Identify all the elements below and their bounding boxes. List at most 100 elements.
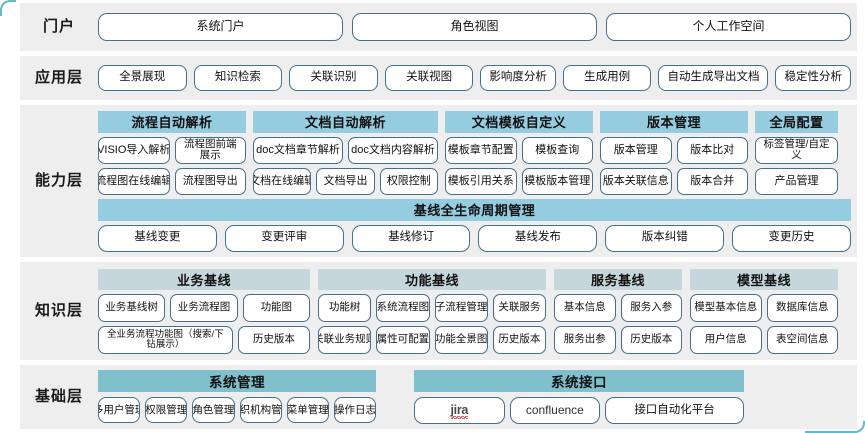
know-item-related-service[interactable]: 关联服务 — [492, 293, 546, 322]
know-item-business-flowchart[interactable]: 业务流程图 — [170, 293, 238, 322]
know-item-function-diagram[interactable]: 功能图 — [242, 293, 310, 322]
know-item-function-panorama[interactable]: 功能全景图 — [434, 325, 488, 354]
layer-body-knowledge: 业务基线 业务基线树 业务流程图 功能图 全业务流程功能图（搜索/下钻展示） 历… — [98, 264, 857, 359]
cap-item-version-relation-info[interactable]: 版本关联信息 — [600, 167, 672, 195]
base-item-confluence[interactable]: confluence — [509, 397, 601, 424]
base-item-jira[interactable]: jira — [414, 397, 505, 424]
know-item-service-input-param[interactable]: 服务入参 — [620, 293, 682, 322]
know-item-related-business-rule[interactable]: 关联业务规则 — [318, 325, 372, 354]
portal-item-row: 系统门户 角色视图 个人工作空间 — [98, 13, 851, 41]
lifecycle-item-baseline-change[interactable]: 基线变更 — [98, 224, 217, 252]
base-item-multi-user-mgmt[interactable]: 多用户管理 — [98, 397, 141, 423]
base-item-permission-mgmt[interactable]: 权限管理 — [145, 397, 188, 423]
lifecycle-item-baseline-release[interactable]: 基线发布 — [478, 224, 598, 252]
know-item-system-flowchart[interactable]: 系统流程图 — [376, 293, 430, 322]
know-item-attribute-configurable[interactable]: 属性可配置 — [376, 325, 430, 354]
cap-item-doc-chapter-parse[interactable]: doc文档章节解析 — [253, 136, 343, 164]
cap-item-flowchart-online-edit[interactable]: 流程图在线编辑 — [98, 167, 170, 195]
cap-item-version-mgmt[interactable]: 版本管理 — [600, 136, 672, 164]
know-item-user-info[interactable]: 用户信息 — [690, 325, 762, 354]
app-item-impact-analysis[interactable]: 影响度分析 — [480, 65, 556, 91]
capability-row: 模板章节配置 模板查询 — [445, 136, 593, 164]
app-item-auto-generate-export-doc[interactable]: 自动生成导出文档 — [658, 65, 769, 91]
lifecycle-item-version-correction[interactable]: 版本纠错 — [605, 224, 725, 252]
knowledge-row: 基本信息 服务入参 — [554, 293, 682, 322]
knowledge-group-header-business-baseline: 业务基线 — [98, 268, 310, 290]
knowledge-row: 全业务流程功能图（搜索/下钻展示） 历史版本 — [98, 325, 310, 354]
know-item-full-business-flow-function-diagram[interactable]: 全业务流程功能图（搜索/下钻展示） — [98, 325, 233, 354]
base-item-interface-automation-platform[interactable]: 接口自动化平台 — [605, 397, 745, 424]
know-item-tablespace-info[interactable]: 表空间信息 — [766, 325, 838, 354]
knowledge-group-model-baseline: 模型基线 模型基本信息 数据库信息 用户信息 表空间信息 — [690, 268, 838, 354]
know-item-business-baseline-tree[interactable]: 业务基线树 — [98, 293, 166, 322]
knowledge-row: 用户信息 表空间信息 — [690, 325, 838, 354]
cap-item-template-chapter-config[interactable]: 模板章节配置 — [445, 136, 517, 164]
cap-item-template-reference-relation[interactable]: 模板引用关系 — [445, 167, 517, 195]
base-item-operation-log[interactable]: 操作日志 — [333, 397, 377, 423]
base-item-menu-mgmt[interactable]: 菜单管理 — [286, 397, 329, 423]
know-item-subprocess-mgmt[interactable]: 子流程管理 — [434, 293, 488, 322]
lifecycle-item-baseline-revision[interactable]: 基线修订 — [351, 224, 471, 252]
capability-row: 版本管理 版本比对 — [600, 136, 748, 164]
capability-group-header-version-mgmt: 版本管理 — [600, 110, 748, 133]
capability-group-doc-template-custom: 文档模板自定义 模板章节配置 模板查询 模板引用关系 模板版本管理 — [445, 110, 593, 195]
cap-item-product-mgmt[interactable]: 产品管理 — [755, 167, 838, 195]
base-row-system-interface: jira confluence 接口自动化平台 — [414, 397, 745, 424]
app-item-relation-recognition[interactable]: 关联识别 — [289, 65, 378, 91]
capability-row: 流程图在线编辑 流程图导出 — [98, 167, 246, 195]
layer-capability: 能力层 流程自动解析 VISIO导入解析 流程图前端展示 流程图在线编辑 流程图… — [20, 105, 857, 257]
know-item-history-version-business[interactable]: 历史版本 — [237, 325, 310, 354]
capability-group-header-flow-auto-parse: 流程自动解析 — [98, 110, 246, 133]
capability-row: 产品管理 — [755, 167, 838, 195]
capability-group-version-mgmt: 版本管理 版本管理 版本比对 版本关联信息 版本合并 — [600, 110, 748, 195]
base-item-org-structure-mgmt[interactable]: 组织机构管理 — [239, 397, 282, 423]
cap-item-version-compare[interactable]: 版本比对 — [676, 136, 748, 164]
know-item-model-basic-info[interactable]: 模型基本信息 — [690, 293, 762, 322]
portal-item-role-view[interactable]: 角色视图 — [352, 13, 597, 41]
cap-item-version-merge[interactable]: 版本合并 — [676, 167, 748, 195]
knowledge-group-business-baseline: 业务基线 业务基线树 业务流程图 功能图 全业务流程功能图（搜索/下钻展示） 历… — [98, 268, 310, 354]
jira-logo: jira — [450, 402, 469, 420]
app-item-generate-use-case[interactable]: 生成用例 — [562, 65, 652, 91]
layer-portal: 门户 系统门户 角色视图 个人工作空间 — [20, 3, 857, 51]
base-row-system-management: 多用户管理 权限管理 角色管理 组织机构管理 菜单管理 操作日志 — [98, 397, 377, 423]
knowledge-row: 模型基本信息 数据库信息 — [690, 293, 838, 322]
knowledge-row: 关联业务规则 属性可配置 功能全景图 历史版本 — [318, 325, 546, 354]
base-item-role-mgmt[interactable]: 角色管理 — [192, 397, 235, 423]
app-item-relation-view[interactable]: 关联视图 — [384, 65, 474, 91]
capability-row: 模板引用关系 模板版本管理 — [445, 167, 593, 195]
cap-item-visio-import-parse[interactable]: VISIO导入解析 — [98, 136, 170, 164]
cap-item-permission-control[interactable]: 权限控制 — [379, 167, 438, 195]
cap-item-flowchart-export[interactable]: 流程图导出 — [174, 167, 246, 195]
capability-row: doc文档章节解析 doc文档内容解析 — [253, 136, 438, 164]
cap-item-template-version-mgmt[interactable]: 模板版本管理 — [521, 167, 593, 195]
application-item-row: 全景展现 知识检索 关联识别 关联视图 影响度分析 生成用例 自动生成导出文档 … — [98, 65, 851, 91]
know-item-history-version-function[interactable]: 历史版本 — [492, 325, 546, 354]
layer-knowledge: 知识层 业务基线 业务基线树 业务流程图 功能图 全业务流程功能图（搜索/下钻展… — [20, 262, 857, 360]
layer-base: 基础层 系统管理 多用户管理 权限管理 角色管理 组织机构管理 菜单管理 操作日… — [20, 365, 857, 429]
knowledge-group-header-function-baseline: 功能基线 — [318, 268, 546, 290]
lifecycle-item-change-review[interactable]: 变更评审 — [224, 224, 344, 252]
lifecycle-item-change-history[interactable]: 变更历史 — [732, 224, 851, 252]
app-item-stability-analysis[interactable]: 稳定性分析 — [775, 65, 851, 91]
cap-item-doc-online-edit[interactable]: 文档在线编辑 — [253, 167, 312, 195]
know-item-history-version-service[interactable]: 历史版本 — [620, 325, 682, 354]
know-item-service-output-param[interactable]: 服务出参 — [554, 325, 616, 354]
knowledge-group-row: 业务基线 业务基线树 业务流程图 功能图 全业务流程功能图（搜索/下钻展示） 历… — [98, 268, 851, 354]
base-group-system-management: 系统管理 多用户管理 权限管理 角色管理 组织机构管理 菜单管理 操作日志 — [98, 370, 377, 423]
layer-body-application: 全景展现 知识检索 关联识别 关联视图 影响度分析 生成用例 自动生成导出文档 … — [98, 60, 857, 96]
know-item-basic-info[interactable]: 基本信息 — [554, 293, 616, 322]
cap-item-flowchart-frontend-display[interactable]: 流程图前端展示 — [174, 136, 246, 164]
know-item-database-info[interactable]: 数据库信息 — [766, 293, 838, 322]
capability-group-header-doc-auto-parse: 文档自动解析 — [253, 110, 438, 133]
portal-item-system-portal[interactable]: 系统门户 — [98, 13, 343, 41]
cap-item-doc-content-parse[interactable]: doc文档内容解析 — [348, 136, 438, 164]
portal-item-personal-workspace[interactable]: 个人工作空间 — [606, 13, 851, 41]
know-item-function-tree[interactable]: 功能树 — [318, 293, 372, 322]
app-item-panorama-display[interactable]: 全景展现 — [98, 65, 187, 91]
cap-item-tag-mgmt-custom[interactable]: 标签管理/自定义 — [755, 136, 838, 164]
cap-item-template-query[interactable]: 模板查询 — [521, 136, 593, 164]
cap-item-doc-export[interactable]: 文档导出 — [316, 167, 375, 195]
app-item-knowledge-search[interactable]: 知识检索 — [193, 65, 283, 91]
